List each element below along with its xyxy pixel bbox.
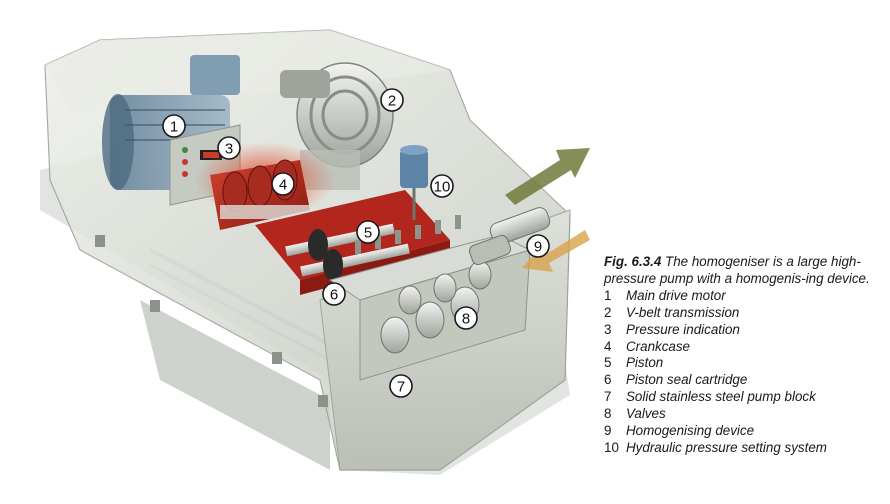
caption-text: The homogeniser is a large high-pressure… bbox=[604, 254, 870, 286]
homogenising-device bbox=[468, 207, 551, 266]
callout-number: 9 bbox=[534, 239, 542, 256]
callout-9: 9 bbox=[526, 234, 550, 258]
callout-circle bbox=[380, 88, 404, 112]
legend-item: 5 Piston bbox=[604, 355, 886, 372]
legend-text: Solid stainless steel pump block bbox=[626, 389, 816, 405]
legend-text: Valves bbox=[626, 406, 666, 422]
callout-7: 7 bbox=[389, 374, 413, 398]
legend-number: 8 bbox=[604, 406, 612, 422]
callout-number: 6 bbox=[330, 287, 338, 304]
callout-number: 3 bbox=[225, 141, 233, 158]
outlet-arrow bbox=[505, 148, 590, 205]
figure-label: Fig. 6.3.4 bbox=[604, 254, 662, 269]
hydraulic-system bbox=[400, 145, 428, 220]
legend-item: 3 Pressure indication bbox=[604, 322, 886, 339]
legend-text: Pressure indication bbox=[626, 321, 740, 337]
legend-item: 1 Main drive motor bbox=[604, 288, 886, 305]
leveling-feet bbox=[95, 235, 328, 407]
callout-circle bbox=[430, 174, 454, 198]
callout-circle bbox=[526, 234, 550, 258]
legend-list: 1 Main drive motor 2 V-belt transmission 3… bbox=[604, 288, 886, 457]
legend-item: 9 Homogenising device bbox=[604, 423, 886, 440]
callout-circle bbox=[162, 114, 186, 138]
callout-number: 4 bbox=[279, 177, 287, 194]
legend-number: 6 bbox=[604, 372, 612, 388]
legend-number: 4 bbox=[604, 338, 612, 354]
legend-item: 8 Valves bbox=[604, 406, 886, 423]
legend-text: V-belt transmission bbox=[626, 304, 740, 320]
legend-item: 4 Crankcase bbox=[604, 339, 886, 356]
legend-number: 10 bbox=[604, 439, 619, 455]
legend-number: 2 bbox=[604, 304, 612, 320]
callout-circle bbox=[454, 306, 478, 330]
legend-text: Piston bbox=[626, 355, 664, 371]
callout-number: 10 bbox=[434, 179, 451, 196]
callout-circle bbox=[389, 374, 413, 398]
legend-number: 5 bbox=[604, 355, 612, 371]
callout-circle bbox=[322, 282, 346, 306]
callout-number: 1 bbox=[170, 119, 178, 136]
callout-circle bbox=[271, 172, 295, 196]
inlet-arrow bbox=[522, 230, 590, 272]
callout-number: 2 bbox=[388, 93, 396, 110]
callout-number: 5 bbox=[364, 225, 372, 242]
legend-text: Piston seal cartridge bbox=[626, 372, 748, 388]
legend-item: 6 Piston seal cartridge bbox=[604, 372, 886, 389]
legend-text: Hydraulic pressure setting system bbox=[626, 439, 827, 455]
figure-caption: Fig. 6.3.4 The homogeniser is a large hi… bbox=[604, 254, 886, 457]
callout-4: 4 bbox=[271, 172, 295, 196]
caption-lead: Fig. 6.3.4 The homogeniser is a large hi… bbox=[604, 254, 886, 288]
callout-8: 8 bbox=[454, 306, 478, 330]
legend-text: Main drive motor bbox=[626, 287, 726, 303]
callout-markers: 1 2 3 4 5 6 7 8 9 10 bbox=[162, 88, 550, 398]
legend-number: 1 bbox=[604, 287, 612, 303]
callout-number: 8 bbox=[462, 311, 470, 328]
legend-number: 9 bbox=[604, 423, 612, 439]
legend-text: Crankcase bbox=[626, 338, 691, 354]
callout-3: 3 bbox=[217, 136, 241, 160]
legend-number: 3 bbox=[604, 321, 612, 337]
legend-item: 2 V-belt transmission bbox=[604, 305, 886, 322]
callout-circle bbox=[356, 220, 380, 244]
callout-10: 10 bbox=[430, 174, 454, 198]
callout-number: 7 bbox=[397, 379, 405, 396]
legend-text: Homogenising device bbox=[626, 423, 755, 439]
callout-2: 2 bbox=[380, 88, 404, 112]
callout-5: 5 bbox=[356, 220, 380, 244]
legend-number: 7 bbox=[604, 389, 612, 405]
callout-6: 6 bbox=[322, 282, 346, 306]
callout-circle bbox=[217, 136, 241, 160]
legend-item: 10 Hydraulic pressure setting system bbox=[604, 440, 886, 457]
legend-item: 7 Solid stainless steel pump block bbox=[604, 389, 886, 406]
callout-1: 1 bbox=[162, 114, 186, 138]
